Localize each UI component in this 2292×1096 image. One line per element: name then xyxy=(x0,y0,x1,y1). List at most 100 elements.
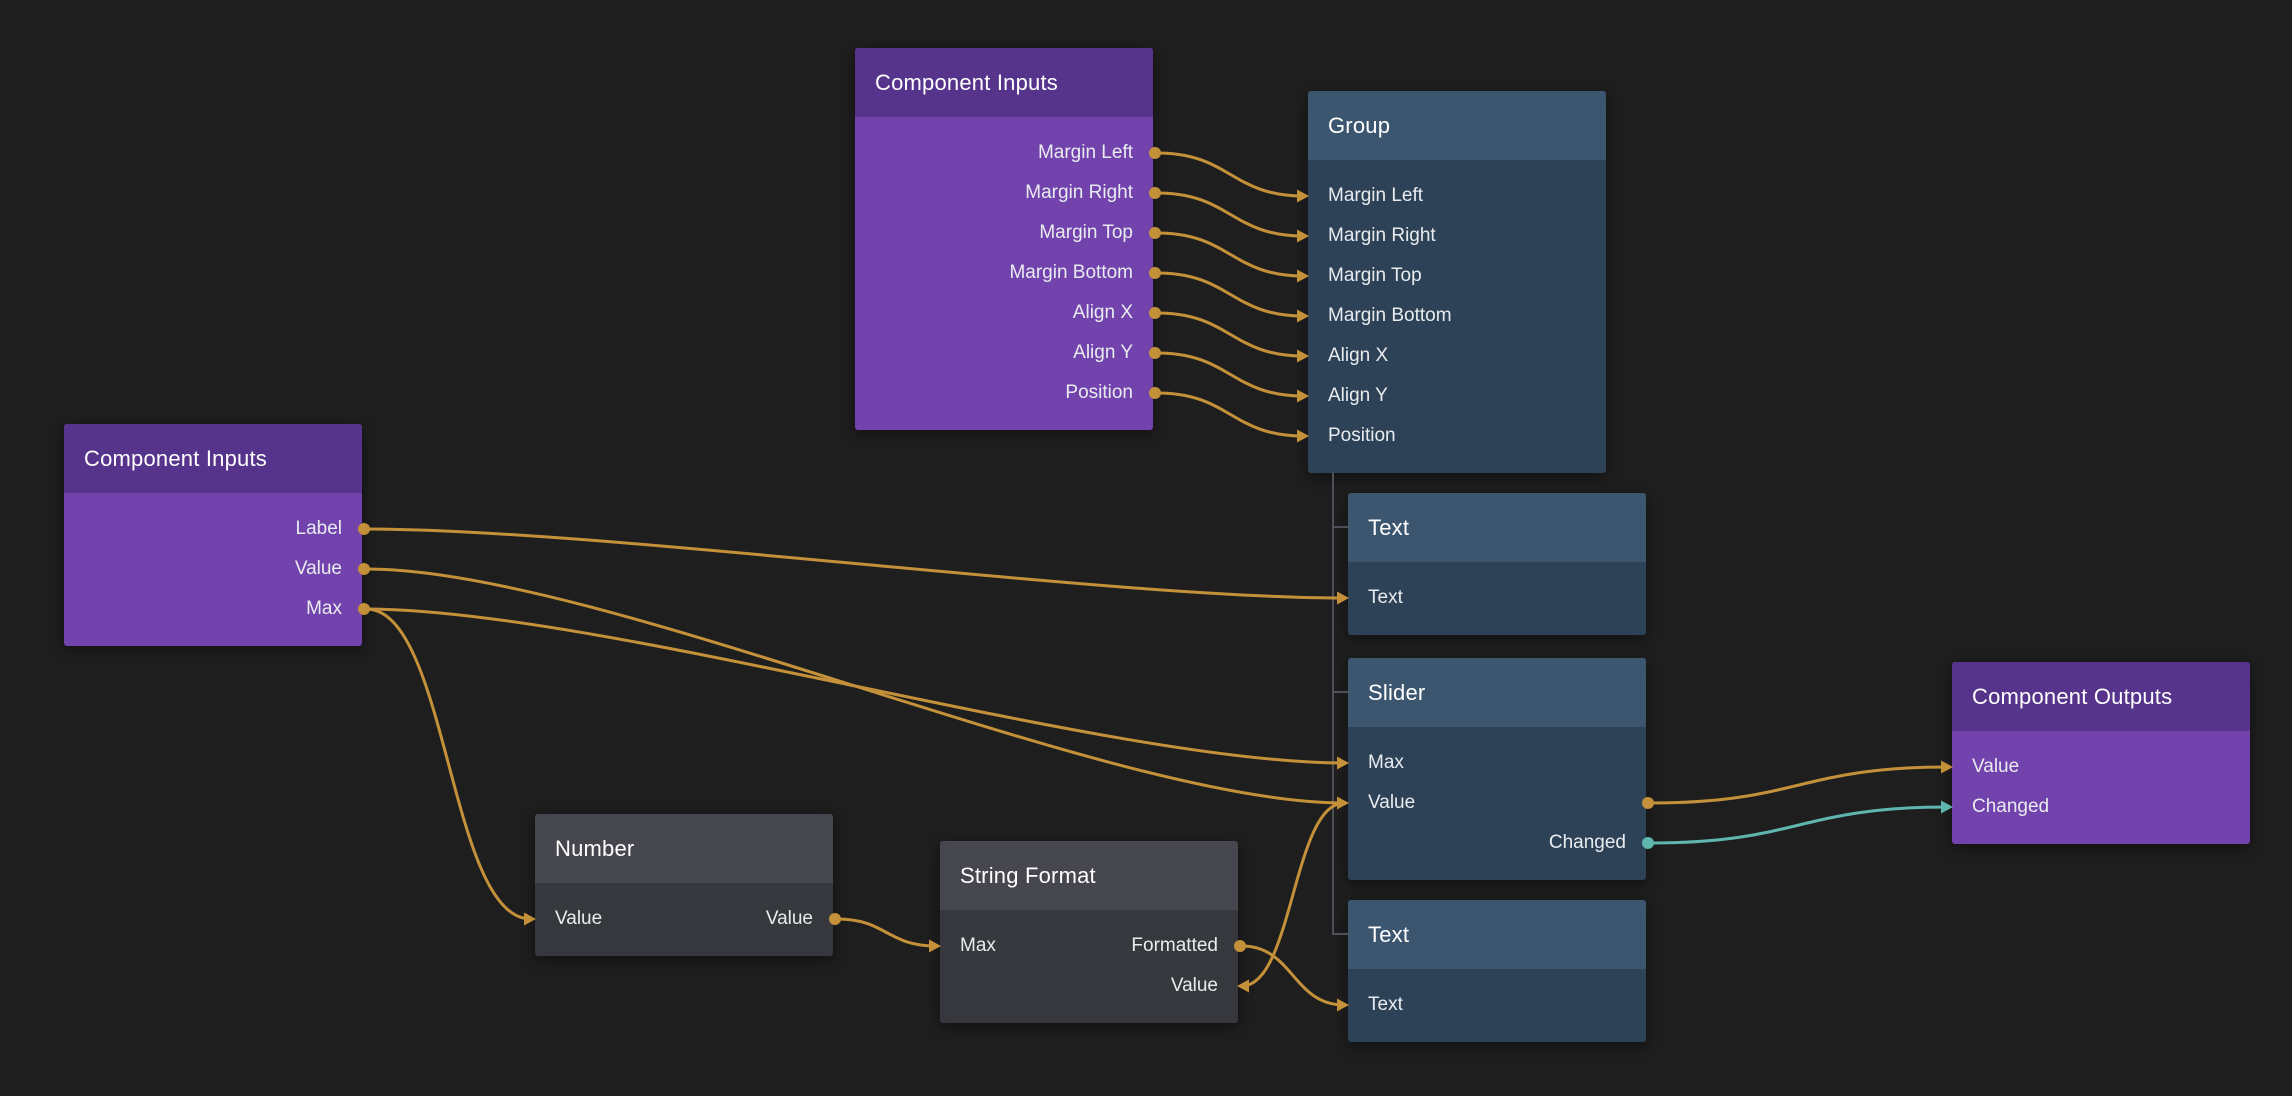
node-title: Group xyxy=(1328,112,1391,138)
connection-component_inputs_top.margin_bottom-group.margin_bottom[interactable] xyxy=(1155,271,1306,318)
node-header-component_outputs[interactable]: Component Outputs xyxy=(1952,662,2250,731)
node-title: Text xyxy=(1368,514,1410,540)
port-row: Margin Bottom xyxy=(1308,296,1606,336)
port-label-text_top-text: Text xyxy=(1368,587,1403,608)
port-row: Align Y xyxy=(855,333,1153,373)
port-row: Text xyxy=(1348,985,1646,1025)
port-label-component_inputs_left-label: Label xyxy=(295,518,343,539)
port-label-component_outputs-changed: Changed xyxy=(1972,796,2050,817)
node-header-slider[interactable]: Slider xyxy=(1348,658,1646,727)
port-row: Margin Right xyxy=(855,173,1153,213)
port-row: Align Y xyxy=(1308,376,1606,416)
port-row: Value xyxy=(1348,783,1646,823)
node-title: Text xyxy=(1368,921,1410,947)
port-label-group-margin_left: Margin Left xyxy=(1328,185,1424,206)
port-row: Max xyxy=(64,589,362,629)
port-row: Margin Top xyxy=(855,213,1153,253)
node-header-group[interactable]: Group xyxy=(1308,91,1606,160)
port-label-group-align_y: Align Y xyxy=(1328,385,1388,406)
port-label-string_format-formatted: Formatted xyxy=(1131,935,1218,956)
port-label-component_inputs_top-margin_right: Margin Right xyxy=(1025,182,1133,203)
port-label-slider-changed: Changed xyxy=(1548,832,1626,853)
port-label-string_format-value: Value xyxy=(1170,975,1218,996)
node-title: Component Outputs xyxy=(1972,683,2173,709)
port-row: Align X xyxy=(1308,336,1606,376)
node-header-text_bottom[interactable]: Text xyxy=(1348,900,1646,969)
connection-string_format.formatted-text_bottom.text[interactable] xyxy=(1240,944,1346,1007)
port-row: Value xyxy=(1952,747,2250,787)
port-row: Margin Right xyxy=(1308,216,1606,256)
port-row: Label xyxy=(64,509,362,549)
port-row: Margin Left xyxy=(1308,176,1606,216)
port-row: Max xyxy=(1348,743,1646,783)
port-row: Value xyxy=(64,549,362,589)
port-label-text_bottom-text: Text xyxy=(1368,994,1403,1015)
connection-slider.value_out-component_outputs.value[interactable] xyxy=(1648,765,1950,805)
connection-component_inputs_top.align_x-group.align_x[interactable] xyxy=(1155,311,1306,358)
connection-component_inputs_top.margin_right-group.margin_right[interactable] xyxy=(1155,191,1306,238)
port-label-component_inputs_top-align_x: Align X xyxy=(1072,302,1133,323)
node-title: Slider xyxy=(1368,679,1426,705)
node-title: Component Inputs xyxy=(875,69,1058,95)
port-row: Align X xyxy=(855,293,1153,333)
port-row: Value xyxy=(940,966,1238,1006)
port-label-slider-max: Max xyxy=(1368,752,1404,773)
input-port-string_format-value[interactable] xyxy=(1237,979,1249,993)
port-label-component_inputs_left-max: Max xyxy=(306,598,342,619)
port-row: Value Value xyxy=(535,899,833,939)
node-title: Number xyxy=(555,835,635,861)
connection-component_inputs_left.label-text_top.text[interactable] xyxy=(364,527,1346,600)
port-label-slider-value: Value xyxy=(1368,792,1416,813)
port-row: Changed xyxy=(1952,787,2250,827)
port-row: Margin Bottom xyxy=(855,253,1153,293)
port-row: Position xyxy=(1308,416,1606,456)
port-label-component_inputs_top-margin_left: Margin Left xyxy=(1037,142,1133,163)
node-title: Component Inputs xyxy=(84,445,267,471)
port-label-number-value_out: Value xyxy=(765,908,813,929)
connection-component_inputs_left.value-slider.value[interactable] xyxy=(364,567,1346,805)
port-label-string_format-max: Max xyxy=(960,935,996,956)
port-row: Text xyxy=(1348,578,1646,618)
port-label-group-align_x: Align X xyxy=(1328,345,1389,366)
node-header-string_format[interactable]: String Format xyxy=(940,841,1238,910)
port-label-component_inputs_left-value: Value xyxy=(294,558,342,579)
port-label-group-margin_top: Margin Top xyxy=(1328,265,1422,286)
port-row: Position xyxy=(855,373,1153,413)
port-label-group-margin_right: Margin Right xyxy=(1328,225,1436,246)
port-row: Max Formatted xyxy=(940,926,1238,966)
node-header-number[interactable]: Number xyxy=(535,814,833,883)
node-title: String Format xyxy=(960,862,1096,888)
node-header-text_top[interactable]: Text xyxy=(1348,493,1646,562)
port-label-group-position: Position xyxy=(1328,425,1396,446)
port-row: Margin Left xyxy=(855,133,1153,173)
connection-slider.value-string_format.value[interactable] xyxy=(1240,801,1346,988)
connection-component_inputs_left.max-number.value_in[interactable] xyxy=(364,607,533,921)
node-header-component_inputs_left[interactable]: Component Inputs xyxy=(64,424,362,493)
port-label-number-value_in: Value xyxy=(555,908,603,929)
port-label-component_outputs-value: Value xyxy=(1972,756,2020,777)
port-label-component_inputs_top-margin_top: Margin Top xyxy=(1039,222,1133,243)
connection-component_inputs_top.align_y-group.align_y[interactable] xyxy=(1155,351,1306,398)
connection-component_inputs_top.margin_top-group.margin_top[interactable] xyxy=(1155,231,1306,278)
connection-component_inputs_top.margin_left-group.margin_left[interactable] xyxy=(1155,151,1306,198)
connection-number.value_out-string_format.max[interactable] xyxy=(835,917,938,948)
connection-component_inputs_top.position-group.position[interactable] xyxy=(1155,391,1306,438)
port-label-component_inputs_top-margin_bottom: Margin Bottom xyxy=(1009,262,1133,283)
port-label-component_inputs_top-position: Position xyxy=(1065,382,1133,403)
node-header-component_inputs_top[interactable]: Component Inputs xyxy=(855,48,1153,117)
connection-slider.changed-component_outputs.changed[interactable] xyxy=(1648,805,1950,845)
connection-component_inputs_left.max-slider.max[interactable] xyxy=(364,607,1346,765)
port-row: Margin Top xyxy=(1308,256,1606,296)
port-label-group-margin_bottom: Margin Bottom xyxy=(1328,305,1452,326)
port-row: Changed xyxy=(1348,823,1646,863)
